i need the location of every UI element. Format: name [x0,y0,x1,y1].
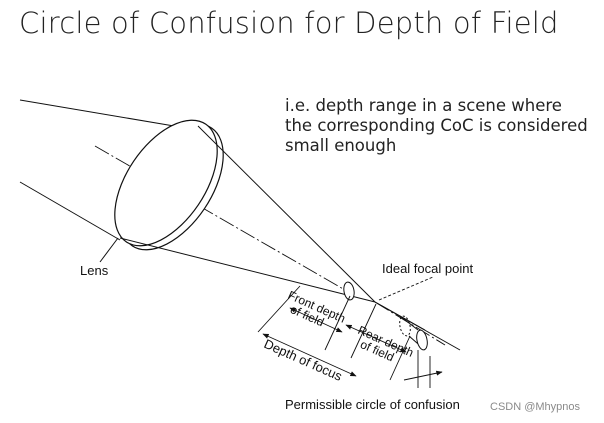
lens-label: Lens [80,263,109,278]
incoming-ray-top [19,99,175,127]
lens-leader [99,237,119,263]
coc-arrow [403,370,443,381]
cone-top-ray [197,125,376,303]
front-depth-label: Front depth of field [286,288,348,329]
page-title: Circle of Confusion for Depth of Field [19,6,559,40]
permissible-coc-label: Permissible circle of confusion [285,397,460,412]
ideal-focal-point-label: Ideal focal point [382,261,473,276]
note-line-2: the corresponding CoC is considered [285,116,588,135]
watermark: CSDN @Mhypnos [490,401,581,413]
converging-cone [119,125,376,303]
rear-coc-circle [416,329,428,351]
note-line-1: i.e. depth range in a scene where [285,96,562,115]
front-depth-arrow [289,307,343,333]
depth-of-focus-label-text: Depth of focus [262,336,345,384]
depth-dimension-lines [257,285,443,388]
lens-front-face [114,119,218,247]
incoming-rays [19,99,175,241]
rear-depth-arrow [345,324,407,353]
rear-coc-cylinder [399,315,428,351]
depth-of-field-note: i.e. depth range in a scene where the co… [285,96,604,156]
rear-depth-label: Rear depth of field [356,323,416,364]
diverging-ray-axis [374,301,446,346]
focal-point-leader [378,276,434,301]
note-line-3: small enough [285,136,397,155]
depth-of-focus-label: Depth of focus [262,336,345,384]
cone-bottom-ray [119,237,376,303]
lens [114,119,224,251]
depth-of-focus-arrow [262,333,357,377]
incoming-ray-bottom [19,181,121,241]
front-coc-circle [343,281,355,301]
